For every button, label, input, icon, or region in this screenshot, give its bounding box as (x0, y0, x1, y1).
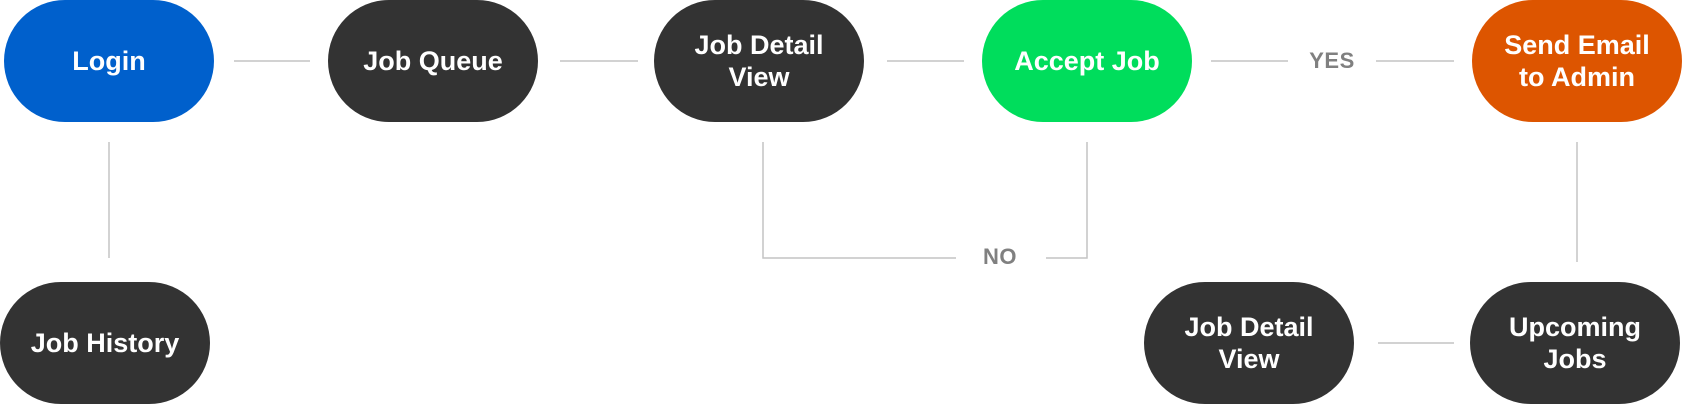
job-detail-view-node-bottom[interactable]: Job Detail View (1144, 282, 1354, 404)
upcoming-jobs-label: Upcoming Jobs (1509, 312, 1641, 374)
send-email-label: Send Email to Admin (1504, 30, 1650, 92)
job-detail-view-node-top[interactable]: Job Detail View (654, 0, 864, 122)
connector-no-accept (1046, 142, 1088, 259)
job-queue-node[interactable]: Job Queue (328, 0, 538, 122)
job-detail-view-label-top: Job Detail View (694, 30, 824, 92)
job-history-label: Job History (30, 328, 180, 358)
job-queue-label: Job Queue (363, 46, 503, 76)
login-label: Login (72, 46, 146, 76)
accept-job-node[interactable]: Accept Job (982, 0, 1192, 122)
job-history-node[interactable]: Job History (0, 282, 210, 404)
connector-jobdetail-no (762, 142, 956, 259)
no-edge-label: NO (983, 244, 1017, 269)
accept-job-label: Accept Job (1014, 46, 1160, 76)
send-email-node[interactable]: Send Email to Admin (1472, 0, 1682, 122)
yes-edge-label: YES (1309, 48, 1355, 73)
upcoming-jobs-node[interactable]: Upcoming Jobs (1470, 282, 1680, 404)
login-node[interactable]: Login (4, 0, 214, 122)
job-detail-view-label-bottom: Job Detail View (1184, 312, 1314, 374)
